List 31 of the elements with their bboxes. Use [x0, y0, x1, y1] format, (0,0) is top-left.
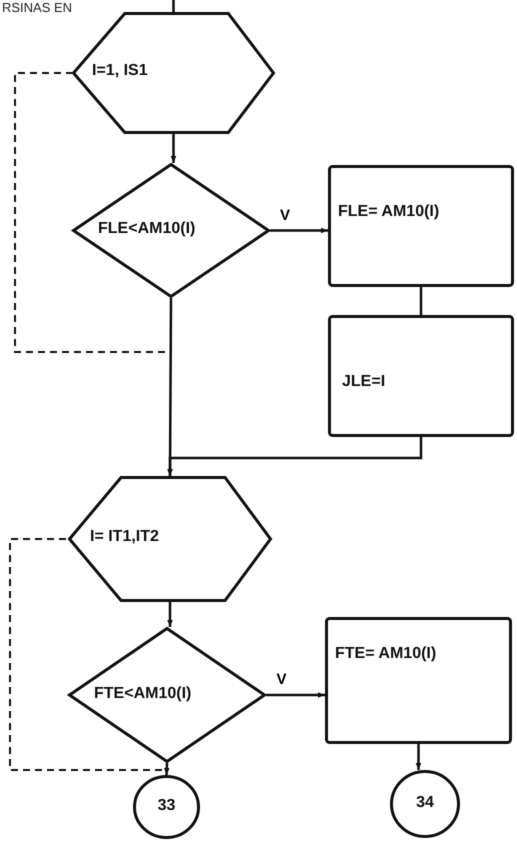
loop-hexagon	[68, 476, 272, 602]
node-label: FTE= AM10(I)	[335, 645, 436, 663]
arrow	[266, 692, 325, 698]
node-label: I=1, IS1	[92, 62, 148, 80]
dashed-loop-line	[9, 538, 168, 771]
connector-line	[420, 287, 422, 315]
decision-diamond	[72, 163, 270, 298]
loop-hexagon	[72, 12, 275, 134]
connector-circle	[133, 775, 200, 839]
connector-number: 33	[156, 797, 176, 815]
arrow	[167, 602, 173, 627]
heading-fragment: RSINAS EN	[2, 0, 72, 15]
node-label: I= IT1,IT2	[90, 528, 159, 546]
arrow	[167, 437, 422, 476]
connector-line	[172, 0, 175, 12]
node-label: FLE<AM10(I)	[98, 220, 196, 238]
decision-diamond	[68, 627, 266, 763]
connector-circle	[390, 770, 460, 838]
connector-number: 34	[415, 794, 435, 812]
process-box	[328, 165, 514, 287]
node-label: JLE=I	[342, 373, 386, 391]
process-box	[328, 315, 514, 437]
arrow	[170, 134, 176, 163]
arrow	[270, 228, 328, 234]
arrow	[167, 298, 173, 476]
process-box	[325, 617, 512, 744]
node-label: FLE= AM10(I)	[338, 203, 440, 221]
node-label: FTE<AM10(I)	[94, 685, 192, 703]
arrow	[164, 762, 170, 776]
arrow	[416, 744, 422, 770]
dashed-loop-line	[14, 72, 172, 353]
